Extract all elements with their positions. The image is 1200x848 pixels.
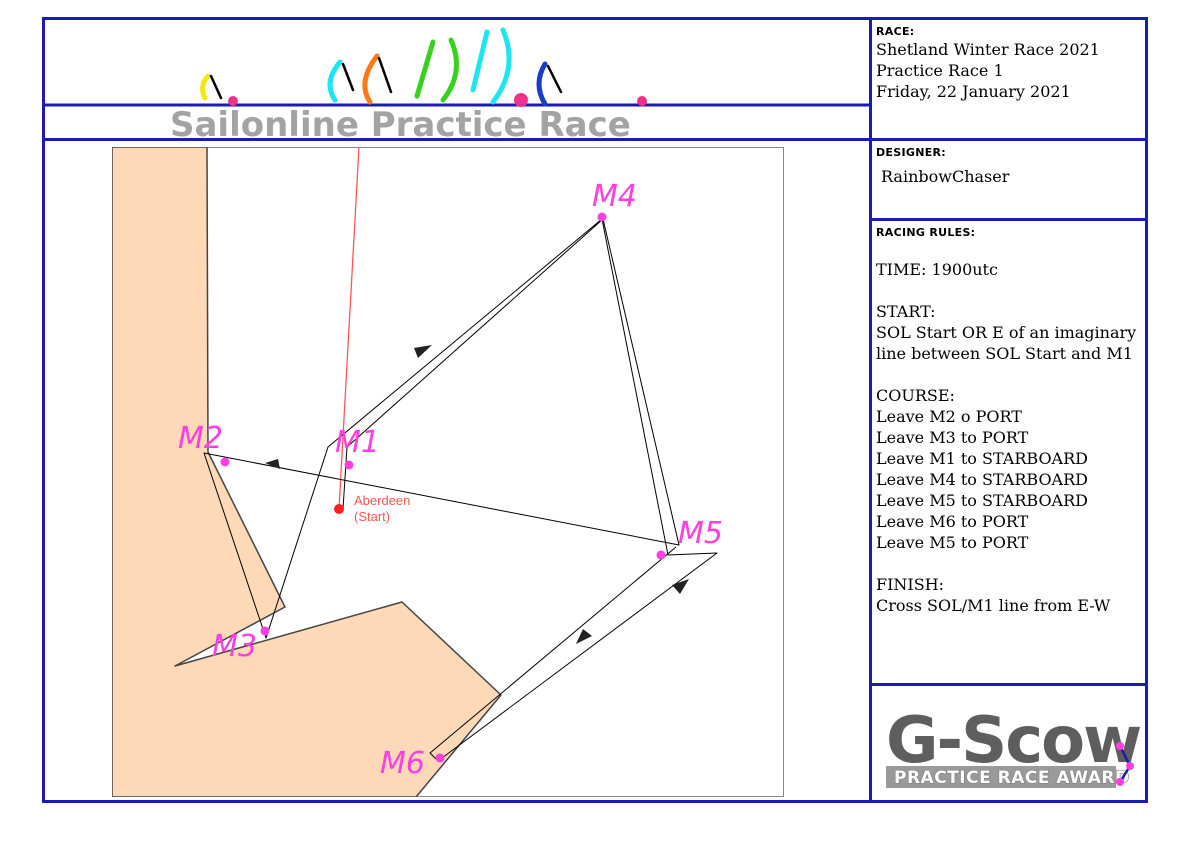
rules-divider [869,683,1148,686]
mark-m3-buoy [260,626,270,636]
rule-line: Leave M4 to STARBOARD [876,470,1088,489]
rule-line: Leave M5 to PORT [876,533,1029,552]
land-west [112,147,502,797]
start-label: Aberdeen [354,493,410,508]
g-scow-logo: G-Scow PRACTICE RACE AWARD [886,704,1142,789]
mark-m6-label: M6 [380,746,425,781]
rule-line: Leave M2 o PORT [876,407,1022,426]
logo-course-icon [1116,742,1134,786]
race-date: Friday, 22 January 2021 [876,82,1071,101]
start-point [334,504,344,514]
designer-divider [869,218,1148,221]
direction-arrows [265,345,689,644]
sail-icons [200,27,563,107]
banner-divider [42,138,1148,141]
banner: Sailonline Practice Race [45,27,869,138]
race-name: Shetland Winter Race 2021 [876,40,1100,59]
banner-title: Sailonline Practice Race [170,105,631,138]
sail-orange-icon [362,53,380,105]
mark-m1-label: M1 [335,425,380,460]
rule-line: Leave M1 to STARBOARD [876,449,1088,468]
rule-line: line between SOL Start and M1 [876,344,1133,363]
logo-subtitle: PRACTICE RACE AWARD [894,768,1130,788]
race-label: RACE: [876,25,915,38]
rule-line: Leave M5 to STARBOARD [876,491,1088,510]
page-frame [42,17,1148,803]
rules-label: RACING RULES: [876,226,976,239]
column-divider [869,17,872,803]
sail-yellow-icon [200,73,211,101]
arrow-icon [672,579,689,594]
sail-blue-icon [536,61,548,107]
arrow-icon [414,345,432,358]
designer-label: DESIGNER: [876,146,946,159]
rule-line: TIME: 1900utc [876,260,998,279]
race-subtitle: Practice Race 1 [876,61,1004,80]
rule-line: Leave M6 to PORT [876,512,1029,531]
mark-m1-buoy [344,460,354,470]
arrow-icon [265,459,280,469]
buoy-dot-icon [514,93,528,107]
buoy-dot-icon [637,96,647,106]
rule-line: START: [876,302,936,321]
rule-line [876,553,1136,574]
mark-m4-label: M4 [592,179,637,214]
mark-m5-label: M5 [678,516,723,551]
mark-m3-label: M3 [212,629,257,664]
mark-m4-buoy [597,212,607,222]
rule-line [876,364,1136,385]
rule-line: Cross SOL/M1 line from E-W [876,596,1111,615]
mark-m2-buoy [220,457,230,467]
sail-green-icon [440,37,459,103]
sail-bigcyan-icon [490,27,512,105]
start-sublabel: (Start) [354,509,390,524]
race-info: Shetland Winter Race 2021 Practice Race … [876,39,1100,102]
rule-line: FINISH: [876,575,945,594]
start-line [338,147,360,510]
rule-line: SOL Start OR E of an imaginary [876,323,1137,342]
logo-word: G-Scow [886,704,1140,778]
mark-m6-buoy [435,753,445,763]
rule-line [876,280,1136,301]
rule-line: COURSE: [876,386,955,405]
mark-m5-buoy [656,550,666,560]
buoy-dot-icon [228,96,238,106]
mark-m2-label: M2 [178,421,223,456]
sail-cyan-icon [327,59,343,103]
rule-line: Leave M3 to PORT [876,428,1029,447]
designer-name: RainbowChaser [881,167,1010,186]
arrow-icon [576,629,592,644]
